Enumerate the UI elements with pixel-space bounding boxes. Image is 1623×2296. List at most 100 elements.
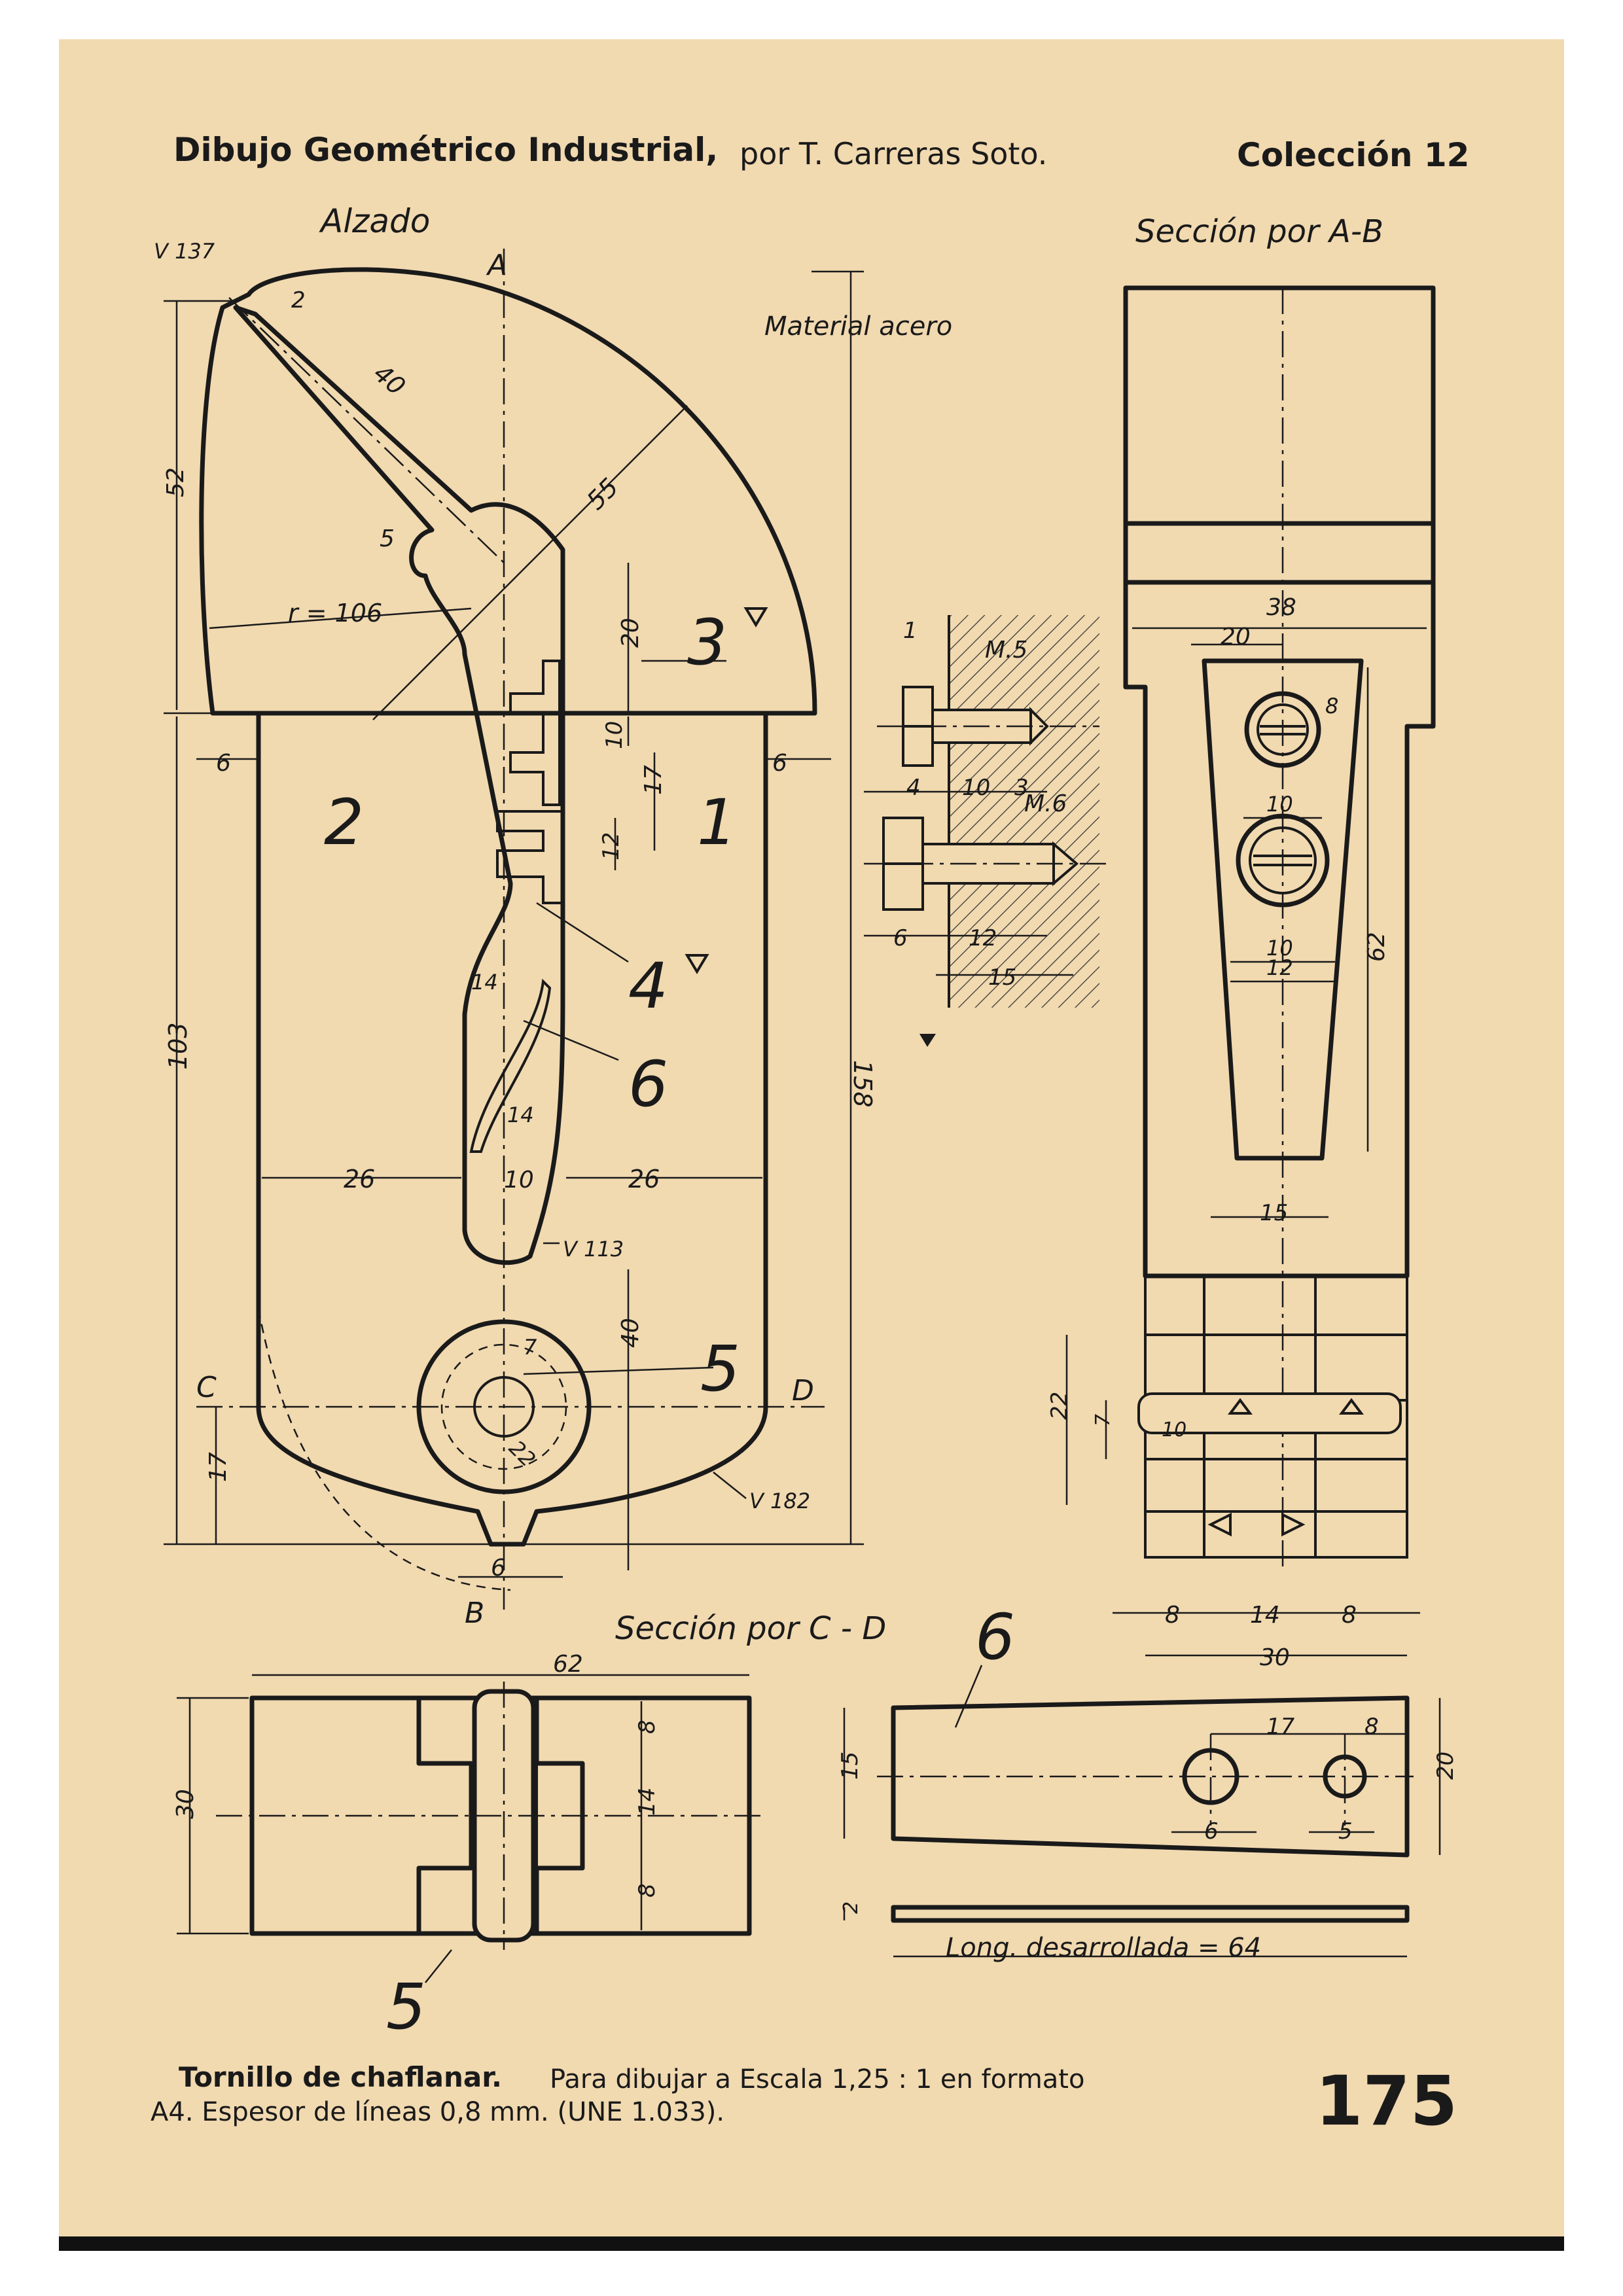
section-cd-view: Sección por C - D 62 30 8 14 8 5 xyxy=(172,1610,886,2043)
part-number-1: 1 xyxy=(697,786,737,859)
ab-dim-8-right: 8 xyxy=(1342,1602,1357,1629)
header-author: por T. Carreras Soto. xyxy=(740,136,1048,171)
screw-dim-4: 4 xyxy=(906,775,921,801)
section-ab-pivot-grid xyxy=(1137,1275,1408,1559)
dim-52: 52 xyxy=(162,467,189,497)
ab-dim-7: 7 xyxy=(1092,1414,1115,1426)
dim-2: 2 xyxy=(291,287,306,313)
screw-label-m5: M.5 xyxy=(985,637,1027,663)
part-6-view: 6 15 17 8 20 6 5 2 Long. desarrollada = … xyxy=(837,1600,1459,1963)
ab-dim-38: 38 xyxy=(1266,594,1296,621)
t-slot-upper xyxy=(509,660,561,806)
footer-piece-name: Tornillo de chaflanar. xyxy=(179,2061,502,2093)
p6-dim-17: 17 xyxy=(1266,1714,1295,1740)
ab-dim-12: 12 xyxy=(1266,955,1293,980)
section-letter-c: C xyxy=(196,1371,217,1404)
ab-dim-10: 10 xyxy=(1162,1419,1186,1441)
ab-dim-10-upper: 10 xyxy=(1266,792,1293,817)
section-ab-top-block xyxy=(1123,285,1436,526)
ab-dim-30: 30 xyxy=(1260,1644,1290,1671)
screw-dim-10: 10 xyxy=(962,775,990,801)
cd-dim-8-top: 8 xyxy=(634,1720,660,1734)
dim-v137: V 137 xyxy=(154,239,215,264)
drawing-sheet xyxy=(59,39,1564,2244)
cd-dim-30: 30 xyxy=(172,1789,199,1819)
section-cd-title: Sección por C - D xyxy=(615,1610,886,1647)
dim-12: 12 xyxy=(598,832,624,860)
section-ab-title: Sección por A-B xyxy=(1135,213,1383,250)
ab-dim-14: 14 xyxy=(1250,1602,1280,1629)
part-number-5: 5 xyxy=(700,1332,740,1405)
screw-label-m6: M.6 xyxy=(1024,790,1067,817)
part-number-4: 4 xyxy=(628,949,668,1023)
dim-55: 55 xyxy=(581,472,624,515)
cd-dim-8-bottom: 8 xyxy=(634,1883,660,1898)
section-letter-d: D xyxy=(792,1374,814,1407)
dim-17: 17 xyxy=(640,765,667,795)
elevation-dimension-lines xyxy=(164,270,864,1578)
dim-6-left: 6 xyxy=(216,750,231,777)
dim-103: 103 xyxy=(164,1022,192,1070)
finish-mark-3 xyxy=(743,607,768,627)
ab-dim-62: 62 xyxy=(1363,932,1390,962)
material-note: Material acero xyxy=(764,311,952,342)
dim-6-right: 6 xyxy=(772,750,787,777)
dim-7: 7 xyxy=(524,1335,537,1360)
page-number: 175 xyxy=(1315,2061,1458,2141)
part-number-2: 2 xyxy=(324,786,364,859)
header-collection: Colección 12 xyxy=(1237,136,1470,174)
section-letter-b: B xyxy=(465,1597,484,1630)
dim-20: 20 xyxy=(617,618,644,648)
section-ab-body xyxy=(1123,582,1436,1279)
p6-dim-8: 8 xyxy=(1364,1714,1379,1740)
dim-v182: V 182 xyxy=(749,1489,810,1513)
part-number-6: 6 xyxy=(628,1048,668,1121)
p6-dim-20: 20 xyxy=(1433,1752,1459,1780)
dim-10: 10 xyxy=(601,721,628,749)
ab-dim-8: 8 xyxy=(1325,694,1338,718)
lever-outline xyxy=(233,305,565,1265)
screw-dim-15: 15 xyxy=(988,964,1016,991)
footer-instructions-line1: Para dibujar a Escala 1,25 : 1 en format… xyxy=(550,2064,1085,2094)
ab-dim-22: 22 xyxy=(1046,1392,1073,1420)
section-ab-spring-slot xyxy=(1202,658,1364,1161)
elevation-title: Alzado xyxy=(319,202,430,240)
elevation-view: Alzado Material acero xyxy=(154,202,952,1630)
p6-dim-15: 15 xyxy=(837,1752,863,1780)
t-slot-lower xyxy=(496,810,564,904)
footer-instructions-line2: A4. Espesor de líneas 0,8 mm. (UNE 1.033… xyxy=(151,2097,725,2127)
dim-26-left: 26 xyxy=(344,1165,375,1193)
dim-r106: r = 106 xyxy=(288,599,382,627)
p6-developed-length: Long. desarrollada = 64 xyxy=(946,1933,1261,1963)
dim-10-bottom: 10 xyxy=(504,1167,534,1193)
ab-dim-8-left: 8 xyxy=(1165,1602,1180,1629)
part-number-3: 3 xyxy=(687,606,727,679)
header-title: Dibujo Geométrico Industrial, xyxy=(173,131,719,169)
dim-v113: V 113 xyxy=(563,1237,624,1262)
dim-26-right: 26 xyxy=(628,1165,660,1193)
section-ab-view: Sección por A-B xyxy=(1046,213,1436,1671)
spring-side-view xyxy=(891,1905,1410,1923)
sector-outline xyxy=(199,267,817,716)
spring-blank xyxy=(891,1695,1410,1858)
sheet-bottom-edge xyxy=(59,2236,1564,2251)
spring-part-6 xyxy=(469,978,552,1153)
finish-mark-4 xyxy=(685,954,709,974)
dim-40-lower: 40 xyxy=(617,1318,644,1348)
cd-dim-14: 14 xyxy=(634,1788,660,1816)
dim-17-lower: 17 xyxy=(205,1452,232,1482)
screw-dim-3: 3 xyxy=(1014,775,1029,801)
dim-5: 5 xyxy=(380,525,395,552)
part-label-5: 5 xyxy=(386,1970,426,2043)
dim-158: 158 xyxy=(848,1060,877,1108)
dim-14-upper: 14 xyxy=(471,970,498,995)
part-label-6: 6 xyxy=(975,1600,1015,1674)
screw-dim-12: 12 xyxy=(969,925,997,951)
ab-dim-20: 20 xyxy=(1221,624,1251,650)
ab-dim-10-lower: 10 xyxy=(1266,936,1293,961)
p6-dim-2: 2 xyxy=(840,1901,863,1914)
dim-40: 40 xyxy=(368,359,410,401)
screw-detail-view: M.5 M.6 1 4 10 3 6 12 15 xyxy=(864,615,1106,1047)
cd-dim-62: 62 xyxy=(553,1651,583,1678)
